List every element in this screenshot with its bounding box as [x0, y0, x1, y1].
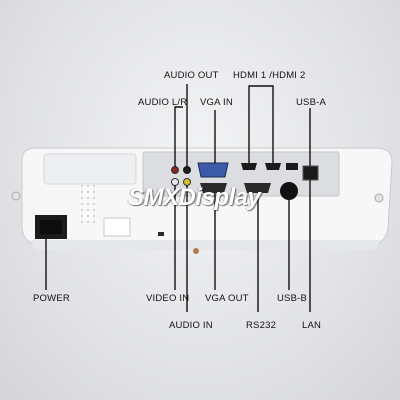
- rj45-port-icon: [302, 165, 319, 181]
- vga-out-port-icon: [200, 183, 227, 193]
- usb-b-port-icon: [280, 182, 298, 200]
- foot-icon: [193, 248, 199, 254]
- label-audio-out: AUDIO OUT: [164, 70, 219, 81]
- label-usb-b: USB-B: [277, 293, 308, 304]
- lock-slot-icon: [158, 232, 164, 236]
- hdmi-2-port-icon: [265, 163, 281, 170]
- label-video-in: VIDEO IN: [146, 293, 190, 304]
- screw-right-icon: [374, 193, 384, 203]
- audio-out-jack-icon: [183, 166, 191, 174]
- projector-base: [30, 240, 380, 250]
- hdmi-1-port-icon: [241, 163, 257, 170]
- label-hdmi: HDMI 1 /HDMI 2: [233, 70, 306, 81]
- usb-a-port-icon: [286, 163, 298, 170]
- label-plate: [103, 217, 131, 237]
- screw-left-icon: [11, 191, 21, 201]
- label-vga-in: VGA IN: [200, 97, 233, 108]
- label-audio-lr: AUDIO L/R: [138, 97, 188, 108]
- label-lan: LAN: [302, 320, 322, 331]
- vga-in-port-icon: [197, 162, 229, 178]
- top-panel: [43, 153, 137, 185]
- rs232-port-icon: [244, 183, 271, 193]
- label-usb-a: USB-A: [296, 97, 327, 108]
- vent-grille-icon: [81, 185, 95, 223]
- rca-r-jack-icon: [171, 166, 179, 174]
- label-power: POWER: [33, 293, 70, 304]
- callout-lines: [45, 84, 311, 312]
- label-vga-out: VGA OUT: [205, 293, 249, 304]
- power-socket-icon: [35, 215, 67, 239]
- label-rs232: RS232: [246, 320, 277, 331]
- label-audio-in: AUDIO IN: [169, 320, 213, 331]
- watermark: SMXDisplay: [128, 184, 261, 211]
